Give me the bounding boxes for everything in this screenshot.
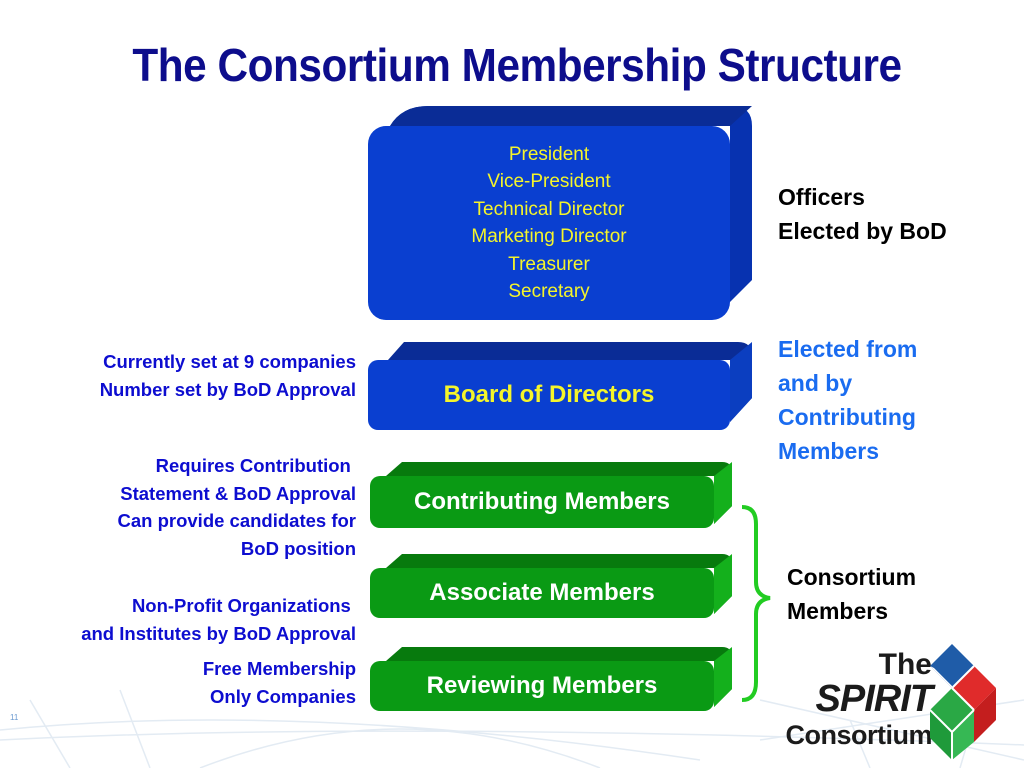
logo-text-consortium: Consortium (785, 720, 933, 750)
role-vice-president: Vice-President (487, 171, 611, 192)
reviewing-members-label: Reviewing Members (426, 672, 658, 699)
role-president: President (508, 143, 590, 165)
associate-box-3d-edges (386, 554, 732, 614)
board-election-label: Elected from and by Contributing Members (778, 336, 918, 464)
board-of-directors-box: Board of Directors (368, 340, 752, 430)
slide-title: The Consortium Membership Structure (132, 39, 902, 91)
officers-roles-list: President Vice-President Technical Direc… (471, 141, 626, 306)
reviewing-box-3d-edges (386, 647, 732, 707)
cubes-logo-icon (930, 644, 996, 760)
board-note: Currently set at 9 companies Number set … (99, 351, 356, 400)
contributing-members-box: Contributing Members (370, 460, 732, 528)
page-number: 11 (10, 713, 19, 722)
associate-members-box: Associate Members (370, 552, 732, 618)
contributing-box-3d-edges (386, 462, 732, 524)
role-secretary: Secretary (508, 281, 590, 302)
associate-members-label: Associate Members (429, 579, 655, 606)
board-box-3d-edges (388, 342, 752, 422)
contributing-members-label: Contributing Members (414, 488, 670, 515)
reviewing-members-box: Reviewing Members (370, 645, 732, 711)
role-marketing-director: Marketing Director (471, 226, 627, 247)
role-technical-director: Technical Director (473, 198, 625, 220)
consortium-members-label: Consortium Members (787, 564, 917, 624)
logo-text-the: The (878, 648, 932, 681)
officers-label: Officers Elected by BoD (778, 184, 947, 244)
consortium-members-brace (741, 505, 771, 702)
spirit-consortium-logo: The SPIRIT Consortium (780, 640, 1020, 765)
role-treasurer: Treasurer (508, 253, 590, 275)
logo-text-spirit: SPIRIT (815, 678, 933, 720)
contributing-note: Requires Contribution Statement & BoD Ap… (117, 455, 357, 559)
board-of-directors-label: Board of Directors (443, 381, 655, 408)
officers-box-3d-edges (390, 106, 752, 302)
reviewing-note: Free Membership Only Companies (202, 658, 356, 707)
associate-note: Non-Profit Organizations and Institutes … (81, 595, 356, 644)
officers-box: President Vice-President Technical Direc… (368, 104, 752, 320)
